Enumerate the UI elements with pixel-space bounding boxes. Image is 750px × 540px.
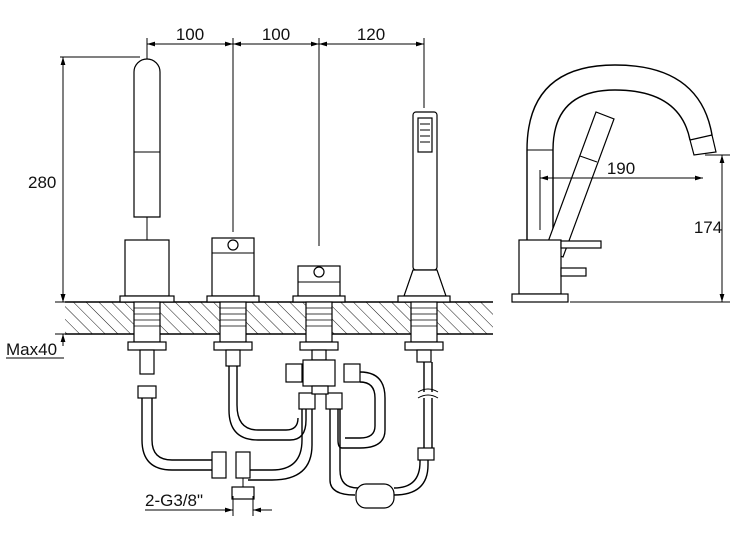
diverter-handle — [292, 265, 346, 303]
supply-hoses — [137, 366, 313, 500]
dimension-spacing-3: 120 — [357, 25, 385, 44]
connection-dimension: 2-G3/8" — [145, 491, 272, 516]
dimension-height: 280 — [28, 173, 56, 192]
dimension-reach: 190 — [607, 159, 635, 178]
dimension-side-height: 174 — [694, 218, 722, 237]
dimension-max-deck: Max40 — [6, 340, 57, 359]
side-dimensions: 190 174 — [539, 154, 730, 303]
dimension-spacing-1: 100 — [176, 25, 204, 44]
dimension-spacing-2: 100 — [262, 25, 290, 44]
height-dimension: 280 — [28, 57, 66, 302]
dimension-connection: 2-G3/8" — [145, 491, 203, 510]
diverter-body — [285, 359, 361, 410]
mixer-handle-1 — [206, 237, 260, 303]
side-view — [511, 64, 717, 303]
shower-hose — [329, 362, 439, 509]
threaded-shanks — [127, 301, 444, 375]
top-dimension-chain: 100 100 120 — [147, 25, 424, 47]
spout — [119, 58, 175, 303]
hand-shower — [397, 111, 451, 303]
deck-thickness-dimension: Max40 — [6, 290, 66, 359]
